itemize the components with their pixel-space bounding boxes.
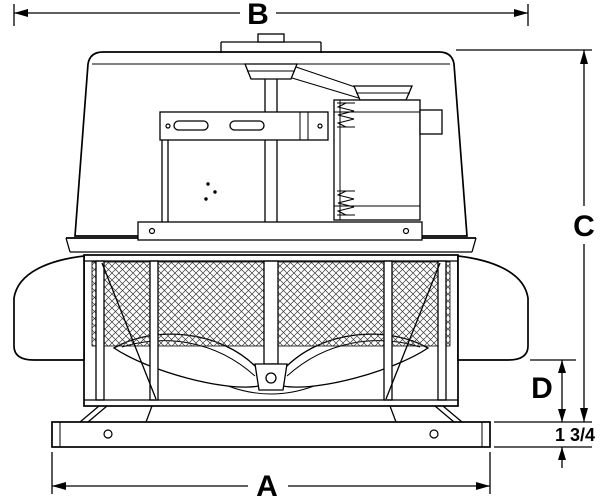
bracket-slot-left (173, 120, 209, 131)
dim-base-arrow-up (558, 447, 566, 460)
bracket-bolt-left (165, 123, 171, 129)
belt-line-1 (295, 66, 359, 89)
motor-housing (333, 99, 421, 221)
support-legs (79, 405, 463, 423)
hood-skirt-cap-left (65, 237, 71, 253)
rivet-dot-1 (206, 182, 210, 186)
dim-b-arrow-right (514, 9, 528, 17)
leg-left-outer (79, 405, 100, 423)
hood-top-cap (257, 33, 285, 43)
hub-lower-arc (227, 385, 315, 395)
center-shaft-strut (263, 260, 279, 365)
flare-right (457, 255, 529, 361)
vibration-spring-top (336, 102, 355, 128)
dim-c-arrow-bottom (580, 408, 588, 422)
dim-d-arrow-bottom (558, 409, 566, 422)
vibration-spring-bottom (336, 190, 355, 216)
dim-c-label: C (573, 210, 595, 243)
diagonal-brace-right (385, 262, 441, 400)
rivet-dot-3 (204, 197, 208, 201)
motor-assembly (137, 63, 443, 241)
belt-line-2 (291, 77, 363, 100)
base-plate-bolt-left (148, 227, 156, 235)
hub-center (265, 372, 277, 384)
inlet-flares (13, 255, 529, 361)
diagonal-brace-left (101, 262, 157, 400)
conduit-box (419, 109, 443, 135)
base-hole-right (429, 429, 439, 439)
bracket-bolt-right (317, 123, 323, 129)
base-plate (51, 421, 491, 448)
dim-d-label: D (531, 372, 553, 405)
propeller-hub (227, 363, 315, 395)
dim-b-arrow-left (14, 9, 28, 17)
base-plate-bolt-right (402, 227, 410, 235)
leg-left-outer-2 (87, 405, 108, 423)
dim-a-arrow-left (52, 482, 66, 490)
motor-base-plate (137, 221, 423, 241)
bird-screen (84, 260, 458, 401)
dimension-d: D (530, 359, 576, 422)
strut-right-inner (383, 260, 393, 401)
bracket-slot-right (229, 120, 265, 131)
dimension-c: C (456, 49, 595, 423)
base-hole-left (103, 429, 113, 439)
dimension-a: A (51, 452, 491, 498)
hood-skirt-cap-right (471, 237, 477, 253)
dim-base-height-label: 1 3/4 (555, 425, 595, 445)
leg-left-inner (145, 405, 153, 423)
rivet-dot-2 (213, 190, 217, 194)
leg-right-outer-2 (434, 405, 455, 423)
dim-b-label: B (247, 0, 269, 31)
dim-a-arrow-right (476, 482, 490, 490)
dim-c-arrow-top (580, 50, 588, 64)
base (51, 421, 491, 448)
strut-right-outer (437, 260, 447, 401)
flare-left (13, 255, 85, 361)
dim-d-arrow-top (558, 360, 566, 373)
dimension-base-height: 1 3/4 (494, 425, 595, 468)
strut-left-inner (149, 260, 159, 401)
strut-left-outer (95, 260, 105, 401)
leg-right-inner (389, 405, 397, 423)
dim-a-label: A (256, 470, 278, 498)
dimension-b: B (13, 0, 529, 31)
leg-right-outer (442, 405, 463, 423)
